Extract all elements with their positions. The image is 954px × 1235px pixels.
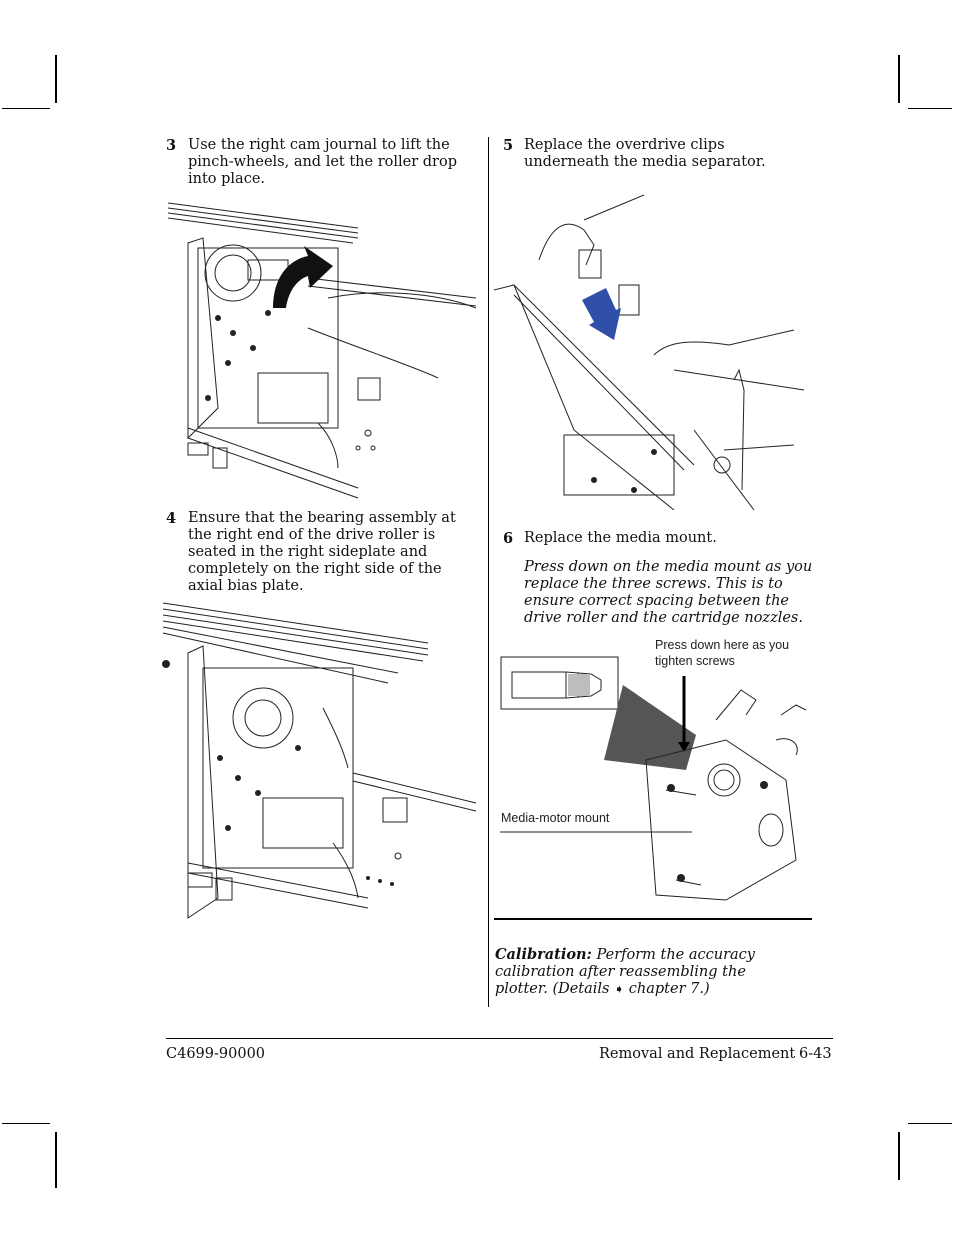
column-divider (488, 137, 489, 1007)
figure-bearing-seated (162, 602, 476, 919)
crop-mark (898, 1132, 900, 1180)
crop-mark (2, 108, 50, 109)
crop-mark (55, 1132, 57, 1188)
step-text: Ensure that the bearing assembly at the … (188, 510, 456, 594)
arrow-icon: ➧ (614, 982, 625, 996)
page-number: 6-43 (799, 1046, 832, 1062)
footer-rule (166, 1038, 833, 1039)
step-number: 4 (166, 510, 177, 527)
callout-press-down: Press down here as you tighten screws (655, 638, 790, 668)
crop-mark (898, 55, 900, 103)
step-number: 5 (503, 137, 514, 154)
figure-overdrive-clips (494, 194, 805, 510)
figure-media-mount (500, 656, 807, 901)
calibration-ref: chapter 7.) (628, 981, 710, 997)
calibration-label: Calibration: (495, 946, 592, 963)
step-number: 6 (503, 530, 514, 547)
step-text: Replace the overdrive clips underneath t… (524, 137, 766, 170)
crop-mark (908, 108, 952, 109)
calibration-note: Calibration: Perform the accuracy calibr… (495, 946, 795, 998)
calibration-text: Perform the accuracy calibration after r… (495, 947, 755, 997)
doc-number: C4699-90000 (166, 1046, 266, 1062)
step-text: Replace the media mount. (524, 530, 717, 546)
callout-media-motor-mount: Media-motor mount (501, 811, 610, 825)
crop-mark (55, 55, 57, 103)
step-number: 3 (166, 137, 177, 154)
calibration-rule (494, 918, 812, 920)
figure-roller-lift (167, 202, 476, 499)
crop-mark (908, 1123, 952, 1124)
step-text: Use the right cam journal to lift the pi… (188, 137, 457, 187)
crop-mark (2, 1123, 50, 1124)
section-title: Removal and Replacement (599, 1046, 796, 1062)
step-note: Press down on the media mount as you rep… (524, 559, 813, 626)
